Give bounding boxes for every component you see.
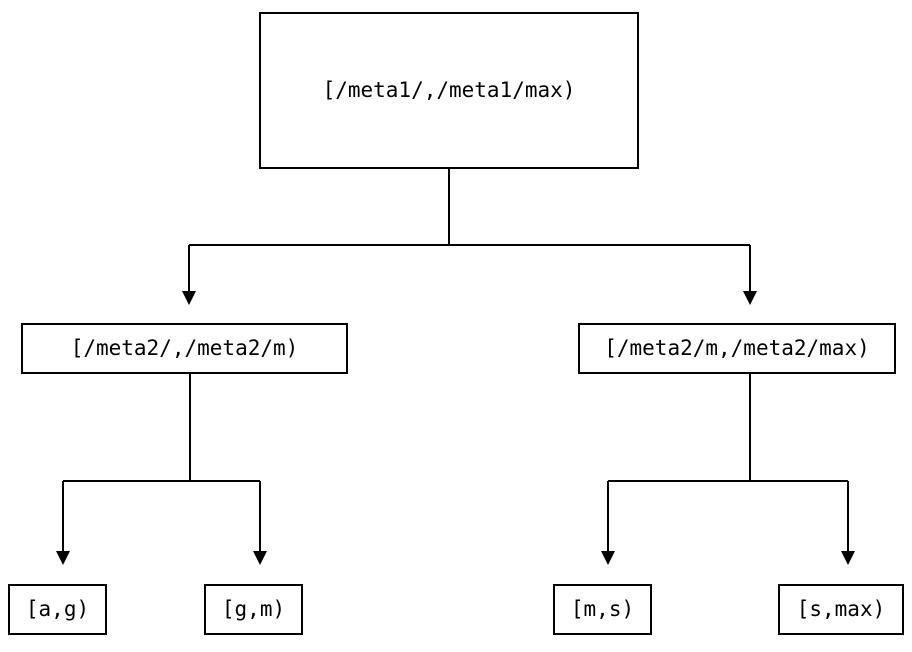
tree-node-meta2-low-label: [/meta2/,/meta2/m) [70, 336, 299, 360]
tree-node-meta2-high-label: [/meta2/m,/meta2/max) [604, 336, 870, 360]
tree-node-leaf-ms-label: [m,s) [570, 597, 635, 621]
arrowhead-icon-to-leaf-gm [253, 551, 267, 565]
edge-meta2high-to-leaves [601, 374, 855, 565]
tree-node-root[interactable]: [/meta1/,/meta1/max) [259, 12, 639, 169]
edge-meta2low-to-leaves [56, 374, 267, 565]
arrowhead-icon-to-leaf-ag [56, 551, 70, 565]
tree-node-leaf-ms[interactable]: [m,s) [553, 584, 652, 635]
edge-root-to-level1 [182, 169, 757, 305]
tree-node-leaf-gm[interactable]: [g,m) [204, 584, 303, 635]
tree-node-leaf-ag-label: [a,g) [25, 597, 90, 621]
arrowhead-icon-to-leaf-smax [841, 551, 855, 565]
tree-node-meta2-low[interactable]: [/meta2/,/meta2/m) [21, 323, 348, 374]
tree-node-meta2-high[interactable]: [/meta2/m,/meta2/max) [578, 323, 896, 374]
arrowhead-icon-to-leaf-ms [601, 551, 615, 565]
arrowhead-icon-to-meta2-low [182, 291, 196, 305]
tree-node-leaf-gm-label: [g,m) [221, 597, 286, 621]
tree-node-leaf-ag[interactable]: [a,g) [8, 584, 107, 635]
tree-node-leaf-smax-label: [s,max) [796, 597, 886, 621]
arrowhead-icon-to-meta2-high [743, 291, 757, 305]
tree-node-leaf-smax[interactable]: [s,max) [778, 584, 904, 635]
tree-node-root-label: [/meta1/,/meta1/max) [322, 78, 576, 102]
